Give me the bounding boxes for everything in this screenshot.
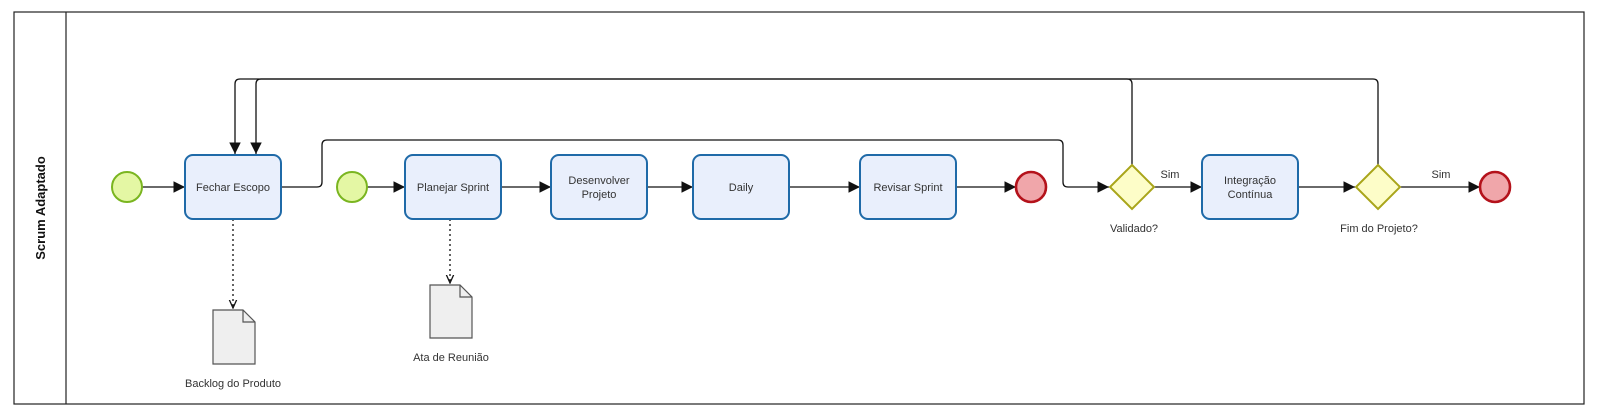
flow-label-sim-fim-do-projeto: Sim bbox=[1432, 169, 1451, 181]
task-integracao-continua[interactable]: Integração Contínua bbox=[1201, 154, 1299, 220]
task-revisar-sprint-label: Revisar Sprint bbox=[873, 182, 942, 194]
flow-validado-loop-to-fechar bbox=[229, 78, 1133, 165]
end-event-2[interactable] bbox=[1478, 170, 1512, 204]
task-planejar-sprint-label: Planejar Sprint bbox=[417, 182, 489, 194]
task-desenvolver-projeto[interactable]: Desenvolver Projeto bbox=[550, 154, 648, 220]
gateway-fim-do-projeto[interactable] bbox=[1354, 163, 1402, 211]
sequence-flows bbox=[142, 78, 1480, 193]
flow-fimdoprojeto-loop-to-fechar bbox=[250, 78, 1379, 165]
task-daily[interactable]: Daily bbox=[692, 154, 790, 220]
task-fechar-escopo-label: Fechar Escopo bbox=[196, 182, 270, 194]
gateway-validado[interactable] bbox=[1108, 163, 1156, 211]
task-fechar-escopo[interactable]: Fechar Escopo bbox=[184, 154, 282, 220]
pool bbox=[13, 11, 1585, 405]
task-revisar-sprint[interactable]: Revisar Sprint bbox=[859, 154, 957, 220]
flow-fechar-to-validado bbox=[281, 139, 1109, 193]
data-object-ata-label: Ata de Reunião bbox=[413, 352, 489, 364]
data-object-ata-de-reuniao[interactable] bbox=[429, 284, 473, 339]
pool-label: Scrum Adaptado bbox=[33, 156, 48, 260]
data-associations bbox=[233, 219, 450, 308]
flow-label-sim-validado: Sim bbox=[1161, 169, 1180, 181]
gateway-fim-do-projeto-label: Fim do Projeto? bbox=[1340, 223, 1418, 235]
task-integracao-continua-label-line1: Integração bbox=[1224, 175, 1276, 187]
start-event-2[interactable] bbox=[336, 171, 368, 203]
gateway-validado-label: Validado? bbox=[1110, 223, 1158, 235]
end-event-1[interactable] bbox=[1014, 170, 1048, 204]
task-daily-label: Daily bbox=[729, 182, 754, 194]
data-object-backlog-do-produto[interactable] bbox=[212, 309, 256, 365]
task-desenvolver-projeto-label-line2: Projeto bbox=[582, 189, 617, 201]
data-object-backlog-label: Backlog do Produto bbox=[185, 378, 281, 390]
task-planejar-sprint[interactable]: Planejar Sprint bbox=[404, 154, 502, 220]
start-event-1[interactable] bbox=[111, 171, 143, 203]
task-integracao-continua-label-line2: Contínua bbox=[1228, 189, 1274, 201]
task-desenvolver-projeto-label-line1: Desenvolver bbox=[568, 175, 629, 187]
